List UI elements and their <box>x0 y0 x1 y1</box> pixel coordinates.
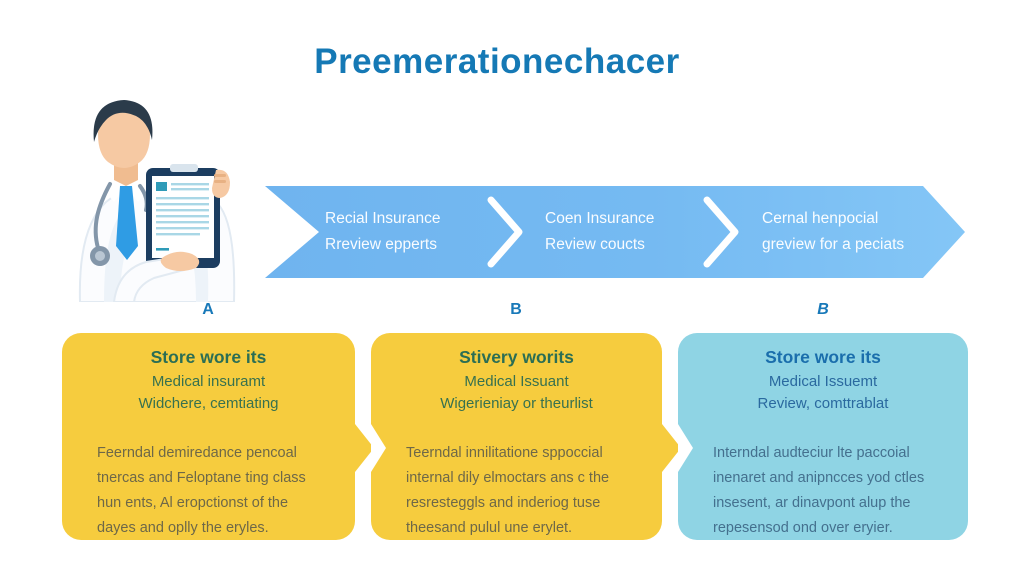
step-box-2: Stivery worits Medical Issuant Wigerieni… <box>371 333 681 541</box>
banner-segment-2-line1: Coen Insurance <box>545 210 655 227</box>
step-box-1: Store wore its Medical insuramt Widchere… <box>62 333 374 541</box>
banner-segment-1-line2: Rreview epperts <box>325 236 437 253</box>
body-line: Teerndal innilitatione sppoccial <box>406 445 603 461</box>
step-box-1-heading: Store wore its <box>150 347 267 367</box>
doctor-illustration-svg <box>78 100 236 303</box>
body-line: Interndal audteciur lte paccoial <box>713 445 910 461</box>
step-box-3-heading: Store wore its <box>765 347 881 367</box>
step-box-3-subline-2: Review, comttrablat <box>757 395 889 412</box>
doctor-with-clipboard-icon <box>58 90 262 303</box>
step-label-a: A <box>202 301 214 318</box>
banner-segment-3-line2: greview for a peciats <box>762 236 905 253</box>
step-box-2-subline-1: Medical Issuant <box>464 373 569 390</box>
chevron-separator-icon <box>703 196 739 268</box>
body-line: dayes and oplly the eryles. <box>97 520 269 536</box>
page-title: Preemerationechacer <box>314 42 680 81</box>
step-box-1-subline-1: Medical insuramt <box>151 373 266 390</box>
banner-segment-3-line1: Cernal henpocial <box>762 210 879 227</box>
process-arrow-banner: Recial Insurance Rreview epperts Coen In… <box>265 186 965 278</box>
body-line: insesent, ar dinavpont alup the <box>713 495 911 511</box>
step-box-1-body: Feerndal demiredance pencoal tnercas and… <box>97 441 335 541</box>
step-box-3: Store wore its Medical Issuemt Review, c… <box>678 333 968 540</box>
arrow-tip-icon <box>662 424 681 472</box>
step-box-2-heading: Stivery worits <box>459 347 574 367</box>
arrow-tip-icon <box>355 424 374 472</box>
body-line: repesensod ond over eryier. <box>713 520 893 536</box>
body-line: inenaret and anipncces yod ctles <box>713 470 925 486</box>
step-box-3-body: Interndal audteciur lte paccoial inenare… <box>713 441 948 541</box>
step-label-b1: B <box>510 301 522 318</box>
banner-segment-1-line1: Recial Insurance <box>325 210 441 227</box>
body-line: hun ents, Al eropctionst of the <box>97 495 289 511</box>
step-box-1-subline-2: Widchere, cemtiating <box>138 395 279 412</box>
step-box-2-subline-2: Wigerieniay or theurlist <box>440 395 593 412</box>
body-line: Feerndal demiredance pencoal <box>97 445 297 461</box>
step-box-2-body: Teerndal innilitatione sppoccial interna… <box>406 441 642 541</box>
step-label-b2: B <box>817 301 829 318</box>
step-box-3-subline-1: Medical Issuemt <box>768 373 878 390</box>
banner-segment-1: Recial Insurance Rreview epperts <box>325 206 440 258</box>
body-line: internal dily elmoctars ans c the <box>406 470 610 486</box>
body-line: theesand pulul une erylet. <box>406 520 573 536</box>
arrow-notch-icon <box>678 424 693 472</box>
body-line: tnercas and Feloptane ting class <box>97 470 306 486</box>
banner-segment-3: Cernal henpocial greview for a peciats <box>762 206 904 258</box>
chevron-separator-icon <box>487 196 523 268</box>
body-line: resresteggls and inderiog tuse <box>406 495 601 511</box>
arrow-notch-icon <box>371 424 386 472</box>
banner-segment-2-line2: Review coucts <box>545 236 645 253</box>
banner-segment-2: Coen Insurance Review coucts <box>545 206 654 258</box>
